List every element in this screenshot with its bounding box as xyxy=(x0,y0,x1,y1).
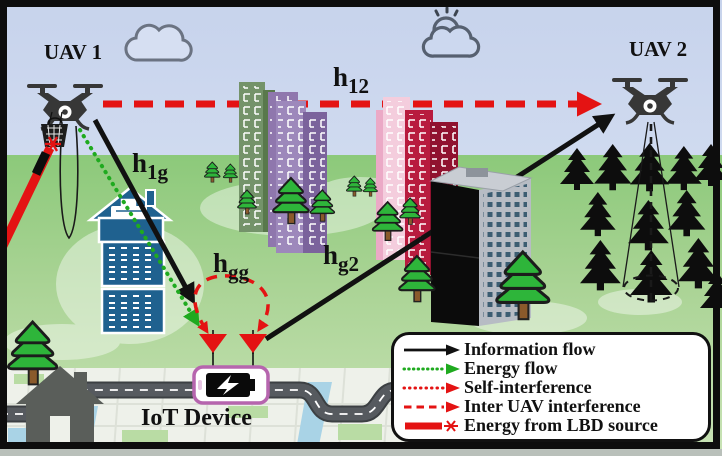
legend-item-self-interference: Self-interference xyxy=(402,377,702,397)
black-solid-arrow-icon xyxy=(404,344,460,355)
red-dashed-arrow-icon xyxy=(404,401,460,412)
legend-label: Energy flow xyxy=(464,358,558,378)
uav1-label: UAV 1 xyxy=(44,40,103,64)
bottom-edge xyxy=(0,449,722,456)
legend-item-energy-flow: Energy flow xyxy=(402,358,702,378)
legend-label: Inter UAV interference xyxy=(464,396,641,416)
printer-icon xyxy=(111,197,147,219)
information-flow-uav1-to-ground xyxy=(92,118,196,305)
channel-label-hgg: hgg xyxy=(213,248,250,284)
legend-item-energy-lbd: Energy from LBD source xyxy=(402,415,702,435)
green-dotted-arrow-icon xyxy=(402,363,460,374)
legend-label: Information flow xyxy=(464,339,596,359)
legend-label: Energy from LBD source xyxy=(464,415,658,435)
cloud-icon xyxy=(124,23,193,62)
tether-loop xyxy=(59,125,79,240)
basket-icon xyxy=(41,111,68,147)
iot-device-label: IoT Device xyxy=(141,405,252,431)
channel-label-h12: h12 xyxy=(333,62,370,98)
blue-office-building xyxy=(86,186,174,335)
uav2-label: UAV 2 xyxy=(629,37,688,61)
legend-item-information-flow: Information flow xyxy=(402,339,702,359)
legend-label: Self-interference xyxy=(464,377,592,397)
sun-cloud-icon xyxy=(421,6,481,58)
channel-label-hg2: hg2 xyxy=(323,240,360,276)
energy-flow-uav1-to-ground xyxy=(78,128,200,328)
red-thick-bar-star-icon xyxy=(405,419,458,432)
self-interference-loop xyxy=(193,274,270,335)
uav2-beam xyxy=(622,121,680,302)
red-dotted-arrow-icon xyxy=(402,382,460,393)
spark-star-icon xyxy=(45,136,61,152)
battery-icon xyxy=(206,373,255,397)
iot-device xyxy=(192,274,270,405)
channel-label-h1g: h1g xyxy=(132,148,169,184)
uav1-drone-icon xyxy=(25,82,105,240)
house-icon xyxy=(16,366,104,444)
legend-box: Information flow Energy flow Self-interf… xyxy=(391,332,711,442)
legend-item-inter-uav-interference: Inter UAV interference xyxy=(402,396,702,416)
skyscraper xyxy=(429,166,533,326)
lbd-energy-beam xyxy=(0,136,61,254)
